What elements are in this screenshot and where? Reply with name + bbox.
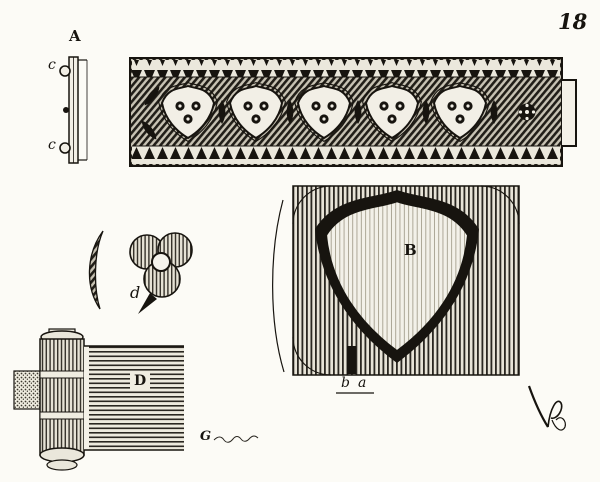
rosette-detail-d	[129, 232, 193, 314]
band-rosette	[518, 103, 536, 121]
figure-d-label: d	[130, 283, 141, 302]
panel-trefoil-opening	[325, 201, 469, 352]
leaf-section	[88, 230, 104, 310]
figure-c-top-label: c	[48, 57, 56, 73]
band-right-bracket	[562, 79, 577, 147]
label-b-lower: b	[341, 375, 350, 391]
panel-detail-b	[272, 185, 520, 394]
profile-section-a	[59, 56, 88, 164]
figure-a-label: A	[69, 27, 81, 45]
panel-plug-b	[347, 346, 356, 374]
figure-b-label: B	[404, 241, 417, 259]
engraver-signature: G	[200, 429, 212, 444]
ornamental-band	[129, 57, 577, 167]
monogram-mark	[527, 385, 566, 431]
figure-hinge-label: D	[134, 373, 147, 389]
hinge-detail-d	[13, 328, 184, 471]
plate-number: 18	[558, 9, 588, 34]
label-a-lower: a	[358, 375, 367, 391]
figure-c-bottom-label: c	[48, 137, 56, 153]
engraver-signature-flourish	[213, 435, 259, 443]
